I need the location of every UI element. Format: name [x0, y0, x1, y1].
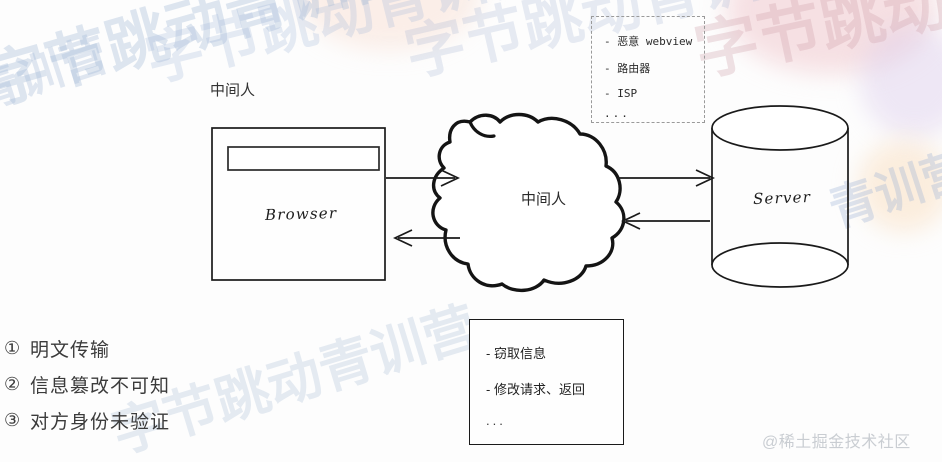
node-server [711, 105, 849, 288]
issue-number: ③ [4, 409, 21, 430]
issue-item: ③ 对方身份未验证 [4, 402, 170, 438]
dashed-note-item: ... [604, 107, 630, 120]
dashed-note-item: - ISP [604, 87, 638, 100]
issues-list: ① 明文传输 ② 信息篡改不可知 ③ 对方身份未验证 [4, 330, 170, 438]
dashed-note-item: - 路由器 [604, 62, 651, 75]
node-mitm-cloud [431, 112, 626, 292]
node-label-mitm: 中间人 [521, 191, 567, 208]
browser-address-bar [227, 146, 380, 171]
issue-text: 信息篡改不可知 [30, 375, 171, 397]
node-browser [211, 127, 386, 281]
solid-note-box: - 窃取信息 - 修改请求、返回 ... [469, 319, 624, 445]
issue-item: ② 信息篡改不可知 [4, 366, 170, 402]
solid-note-item: - 修改请求、返回 [486, 382, 585, 397]
node-label-browser: Browser [264, 204, 338, 224]
dashed-note-box: - 恶意 webview - 路由器 - ISP ... [591, 16, 705, 123]
edge-mitm-to-browser [393, 229, 460, 247]
issue-text: 明文传输 [30, 339, 111, 361]
solid-note-item: ... [486, 413, 506, 428]
node-label-server: Server [752, 187, 812, 209]
issue-number: ① [4, 337, 21, 358]
issue-text: 对方身份未验证 [30, 411, 171, 433]
credit-watermark: @稀土掘金技术社区 [762, 434, 911, 451]
edge-server-to-mitm [621, 212, 710, 230]
edge-mitm-to-server [618, 169, 715, 187]
edge-browser-to-mitm [386, 169, 460, 187]
browser-outside-label: 中间人 [210, 82, 256, 99]
issue-number: ② [4, 373, 21, 394]
issue-item: ① 明文传输 [4, 330, 170, 366]
solid-note-item: - 窃取信息 [486, 346, 546, 361]
dashed-note-item: - 恶意 webview [604, 35, 693, 48]
